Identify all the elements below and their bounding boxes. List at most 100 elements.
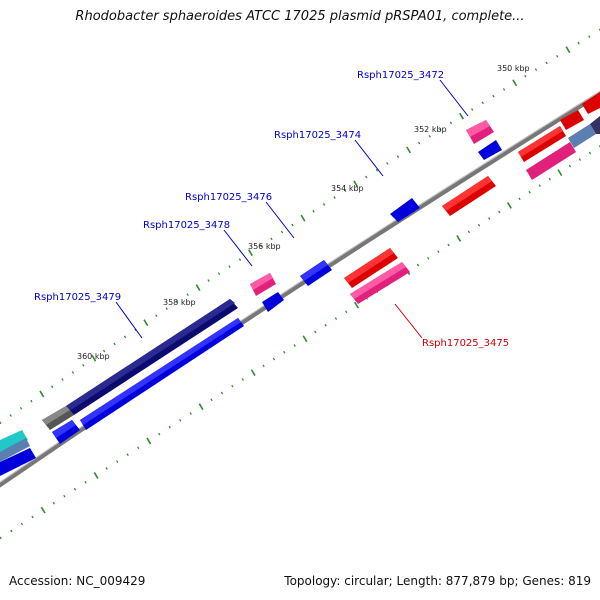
major-tick	[506, 202, 512, 209]
minor-tick	[262, 364, 265, 368]
minor-tick	[481, 101, 484, 105]
major-tick	[195, 284, 201, 291]
feature-red-3[interactable]	[518, 126, 566, 162]
minor-tick	[231, 384, 234, 388]
minor-tick	[314, 330, 317, 334]
feature-pink-2[interactable]	[526, 142, 576, 180]
minor-tick	[217, 272, 221, 275]
minor-tick	[312, 209, 315, 213]
minor-tick	[439, 128, 442, 131]
major-tick	[456, 235, 462, 242]
scale-label-360: 360 kbp	[77, 352, 110, 361]
minor-tick	[0, 536, 2, 540]
scale-label-350: 350 kbp	[497, 64, 530, 73]
minor-tick	[502, 88, 506, 91]
feature-navy-edge[interactable]	[590, 116, 600, 134]
feature-navy-3479[interactable]	[66, 299, 238, 415]
minor-tick	[105, 467, 108, 470]
minor-tick	[498, 210, 501, 214]
major-tick	[143, 319, 149, 327]
minor-tick	[528, 190, 531, 194]
minor-tick	[259, 244, 263, 248]
minor-tick	[293, 344, 296, 347]
gene-label-3475[interactable]: Rsph17025_3475	[422, 338, 509, 349]
feature-pink-3478[interactable]	[250, 273, 276, 296]
minor-tick	[333, 196, 336, 199]
feature-blue-3474[interactable]	[390, 198, 420, 222]
gene-label-3476[interactable]: Rsph17025_3476	[185, 192, 272, 203]
minor-tick	[467, 230, 471, 234]
gene-label-3478[interactable]: Rsph17025_3478	[143, 220, 230, 231]
minor-tick	[30, 399, 33, 403]
minor-tick	[545, 61, 548, 65]
minor-tick	[291, 223, 294, 227]
major-tick	[459, 112, 465, 120]
minor-tick	[241, 378, 244, 381]
minor-tick	[324, 323, 327, 327]
major-tick	[557, 169, 563, 177]
gene-label-3479[interactable]: Rsph17025_3479	[34, 292, 121, 303]
minor-tick	[447, 243, 450, 247]
gene-label-3474[interactable]: Rsph17025_3474	[274, 130, 361, 141]
minor-tick	[102, 349, 106, 353]
minor-tick	[477, 223, 481, 227]
major-tick	[300, 214, 306, 222]
feature-red-3475[interactable]	[344, 248, 398, 288]
minor-tick	[538, 184, 541, 188]
minor-tick	[228, 265, 231, 268]
backbone-line	[0, 91, 600, 488]
leader-lines	[115, 79, 469, 339]
minor-tick	[126, 453, 129, 457]
minor-tick	[238, 258, 242, 261]
minor-tick	[61, 378, 64, 381]
gene-label-3472[interactable]: Rsph17025_3472	[357, 70, 444, 81]
feature-blue-edge[interactable]	[0, 448, 36, 476]
minor-tick	[137, 446, 140, 450]
major-tick	[91, 354, 97, 362]
major-tick	[565, 46, 571, 54]
feature-red-2[interactable]	[442, 176, 496, 216]
minor-tick	[82, 363, 85, 367]
major-tick	[198, 403, 204, 411]
minor-tick	[158, 432, 161, 436]
minor-tick	[365, 175, 368, 179]
minor-tick	[123, 335, 127, 339]
minor-tick	[428, 135, 431, 138]
feature-blue-3476[interactable]	[300, 260, 332, 286]
feature-red-edge-1[interactable]	[560, 110, 584, 130]
feature-pink-3472[interactable]	[466, 120, 494, 144]
minor-tick	[588, 151, 592, 155]
minor-tick	[9, 414, 12, 417]
minor-tick	[52, 501, 55, 505]
minor-tick	[548, 177, 551, 181]
minor-tick	[116, 460, 119, 463]
major-tick	[353, 180, 359, 188]
minor-tick	[334, 317, 338, 320]
feature-pink-3475[interactable]	[350, 262, 410, 304]
feature-blue-3479[interactable]	[80, 318, 244, 430]
minor-tick	[375, 168, 378, 172]
minor-tick	[210, 398, 213, 402]
minor-tick	[189, 412, 192, 415]
feature-blue-3478[interactable]	[262, 292, 284, 312]
scale-label-358: 358 kbp	[163, 298, 196, 307]
minor-tick	[71, 371, 75, 374]
feature-blue-3472[interactable]	[478, 140, 502, 160]
minor-tick	[556, 54, 559, 58]
minor-tick	[449, 121, 453, 125]
feature-teal-edge[interactable]	[0, 430, 30, 462]
minor-tick	[165, 307, 168, 310]
minor-tick	[534, 68, 538, 71]
major-tick	[406, 146, 412, 154]
minor-tick	[31, 515, 34, 519]
feature-blue-small-1[interactable]	[52, 420, 80, 444]
minor-tick	[417, 141, 421, 145]
feature-gray-block[interactable]	[42, 406, 74, 430]
minor-tick	[113, 342, 116, 346]
feature-steel-edge[interactable]	[568, 124, 596, 148]
feature-red-edge-2[interactable]	[582, 92, 600, 114]
map-title: Rhodobacter sphaeroides ATCC 17025 plasm…	[75, 9, 525, 24]
scale-label-354: 354 kbp	[331, 184, 364, 193]
scale-label-352: 352 kbp	[414, 125, 447, 134]
